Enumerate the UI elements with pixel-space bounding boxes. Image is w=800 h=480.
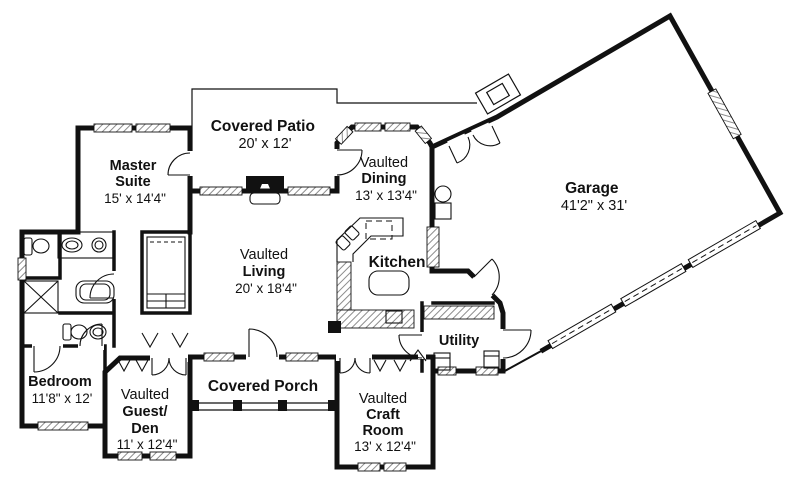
corner-sink	[344, 225, 360, 241]
breezeway-door-2	[472, 125, 501, 147]
window	[93, 123, 133, 133]
shower	[23, 280, 59, 314]
dishwasher	[385, 310, 403, 324]
corner-sink	[335, 235, 351, 251]
living-label: Vaulted Living 20' x 18'4"	[235, 247, 297, 296]
guest-double-door	[151, 357, 187, 376]
closet-door-marks	[141, 332, 189, 349]
window	[17, 257, 27, 281]
vanity-counter	[57, 231, 115, 259]
window	[414, 125, 433, 145]
window	[354, 122, 382, 132]
window	[383, 462, 407, 472]
window	[357, 462, 381, 472]
doors	[33, 125, 532, 376]
garage-house-step	[502, 349, 544, 373]
toilet-tank	[23, 237, 33, 256]
washer	[433, 352, 451, 371]
bathtub	[75, 280, 115, 304]
kitchen-counter-left	[336, 261, 352, 311]
covered-porch-label: Covered Porch	[208, 378, 318, 395]
dining-door	[336, 149, 363, 176]
sink-basin	[61, 237, 83, 253]
window	[135, 123, 171, 133]
window	[285, 352, 319, 362]
closets	[117, 236, 407, 373]
kitchen-fixtures	[328, 217, 410, 333]
guest-den-label: Vaulted Guest/ Den 11' x 12'4"	[117, 387, 178, 452]
toilet-bowl	[70, 324, 88, 340]
window	[287, 186, 331, 196]
windows	[17, 88, 742, 472]
sink-basin	[89, 324, 107, 340]
attic-access-mark	[409, 349, 427, 362]
breezeway-door-1	[448, 136, 471, 164]
window	[117, 451, 143, 461]
window	[707, 88, 742, 140]
sink-basin	[91, 237, 107, 253]
water-heater	[434, 185, 452, 203]
window	[199, 186, 243, 196]
porch-posts	[190, 400, 337, 411]
window	[334, 125, 354, 145]
window	[475, 366, 499, 376]
window	[384, 122, 411, 132]
craft-room-label: Vaulted Craft Room 13' x 12'4"	[354, 391, 416, 454]
craft-double-door	[339, 357, 371, 374]
mud-garage-door	[473, 258, 500, 296]
utility-garage-door	[502, 329, 532, 359]
porch-floor-edge	[190, 402, 337, 411]
utility-door	[398, 334, 423, 359]
covered-patio-label: Covered Patio 20' x 12'	[211, 118, 320, 152]
bedroom-door	[33, 345, 61, 373]
furnace	[434, 202, 452, 220]
toilet-tank	[62, 323, 72, 341]
fireplace	[246, 176, 284, 191]
hearth	[249, 192, 281, 205]
window	[149, 451, 177, 461]
kitchen-label: Kitchen	[369, 254, 426, 271]
front-door	[248, 328, 278, 358]
refrigerator	[365, 220, 393, 240]
closet-door-marks	[373, 359, 407, 373]
utility-label: Utility	[439, 333, 479, 349]
garage-label: Garage 41'2" x 31'	[561, 180, 628, 214]
dryer	[483, 350, 500, 369]
garage-doors	[547, 219, 762, 350]
master-door	[167, 152, 191, 176]
kitchen-island	[368, 270, 410, 296]
closet-door-marks	[117, 359, 149, 373]
window	[203, 352, 235, 362]
pantry-shelves	[426, 226, 440, 268]
room-labels: Master Suite 15' x 14'4" Covered Patio 2…	[28, 118, 627, 454]
master-suite-label: Master Suite 15' x 14'4"	[104, 158, 166, 206]
bathroom-fixtures	[23, 231, 115, 341]
toilet-bowl	[32, 238, 50, 254]
utility-cabinets	[423, 305, 495, 320]
bedroom-label: Bedroom 11'8" x 12'	[28, 374, 96, 406]
dining-label: Vaulted Dining 13' x 13'4"	[355, 155, 417, 203]
chimney	[474, 73, 522, 115]
window	[37, 421, 89, 431]
window	[437, 366, 457, 376]
utility-fixtures	[409, 185, 500, 371]
patio-outline	[190, 88, 477, 411]
counter-end-post	[328, 321, 341, 333]
